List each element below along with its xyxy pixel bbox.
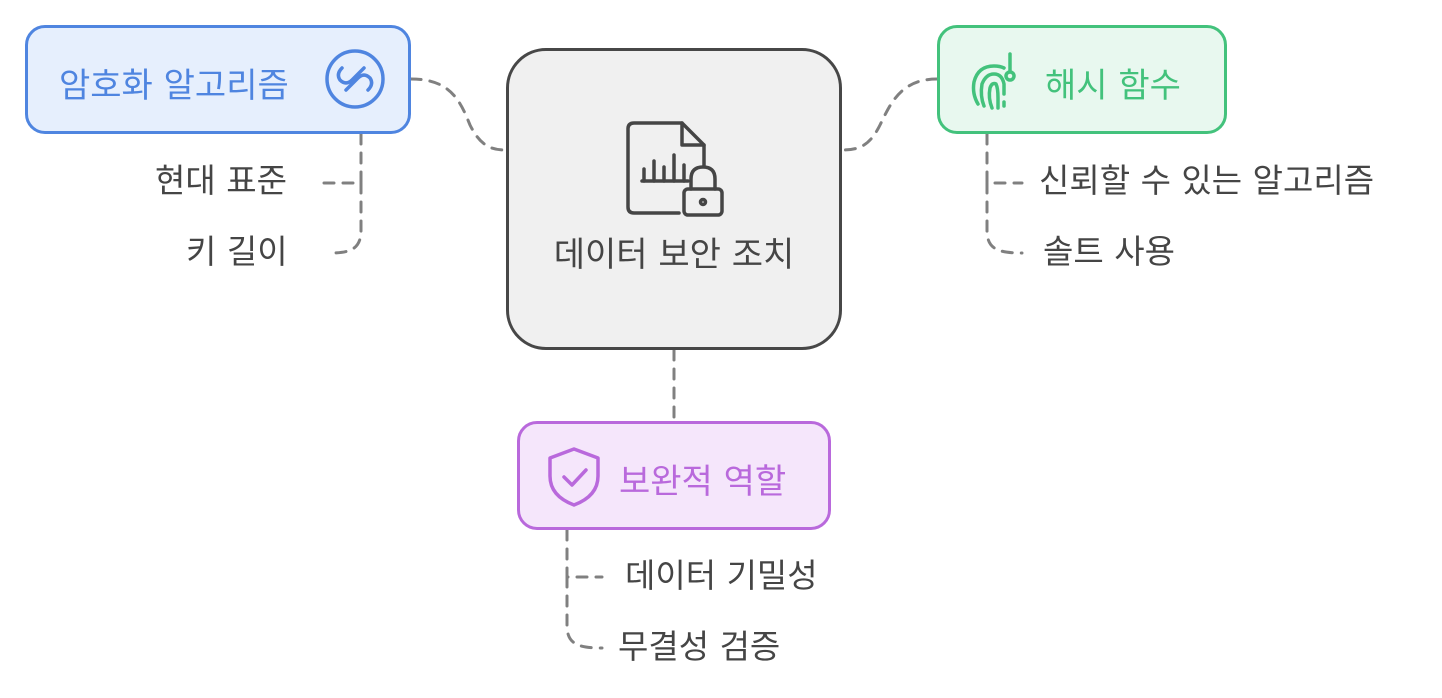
- edge-encryption-center: [409, 77, 508, 152]
- edge-hash-center: [840, 77, 939, 152]
- encryption-algorithm-label: 암호화 알고리즘: [59, 66, 289, 106]
- complementary-role-node[interactable]: 보완적 역할: [517, 421, 831, 530]
- center-title: 데이터 보안 조치: [553, 235, 795, 275]
- leaf-salt-usage: 솔트 사용: [1043, 232, 1175, 271]
- shield-check-icon: [546, 446, 602, 512]
- complementary-role-label: 보완적 역할: [619, 462, 787, 502]
- encryption-icon: [324, 48, 386, 114]
- leaf-trusted-algorithm: 신뢰할 수 있는 알고리즘: [1039, 161, 1375, 200]
- edge-complement-leaf-1: [565, 528, 604, 579]
- file-chart-lock-icon: [624, 121, 724, 225]
- edge-encryption-leaf-2: [328, 181, 363, 255]
- hash-function-node[interactable]: 해시 함수: [937, 25, 1227, 134]
- edge-complement-leaf-2: [565, 575, 604, 650]
- fingerprint-icon: [968, 52, 1020, 116]
- encryption-algorithm-node[interactable]: 암호화 알고리즘: [25, 25, 411, 134]
- edge-encryption-leaf-1: [320, 132, 363, 185]
- leaf-key-length: 키 길이: [186, 232, 288, 271]
- leaf-modern-standard: 현대 표준: [155, 161, 287, 200]
- leaf-data-confidentiality: 데이터 기밀성: [625, 556, 818, 595]
- center-node[interactable]: 데이터 보안 조치: [506, 48, 842, 350]
- leaf-integrity-verification: 무결성 검증: [618, 627, 781, 666]
- hash-function-label: 해시 함수: [1045, 66, 1181, 106]
- edge-hash-leaf-2: [985, 181, 1024, 255]
- edge-hash-leaf-1: [985, 132, 1024, 185]
